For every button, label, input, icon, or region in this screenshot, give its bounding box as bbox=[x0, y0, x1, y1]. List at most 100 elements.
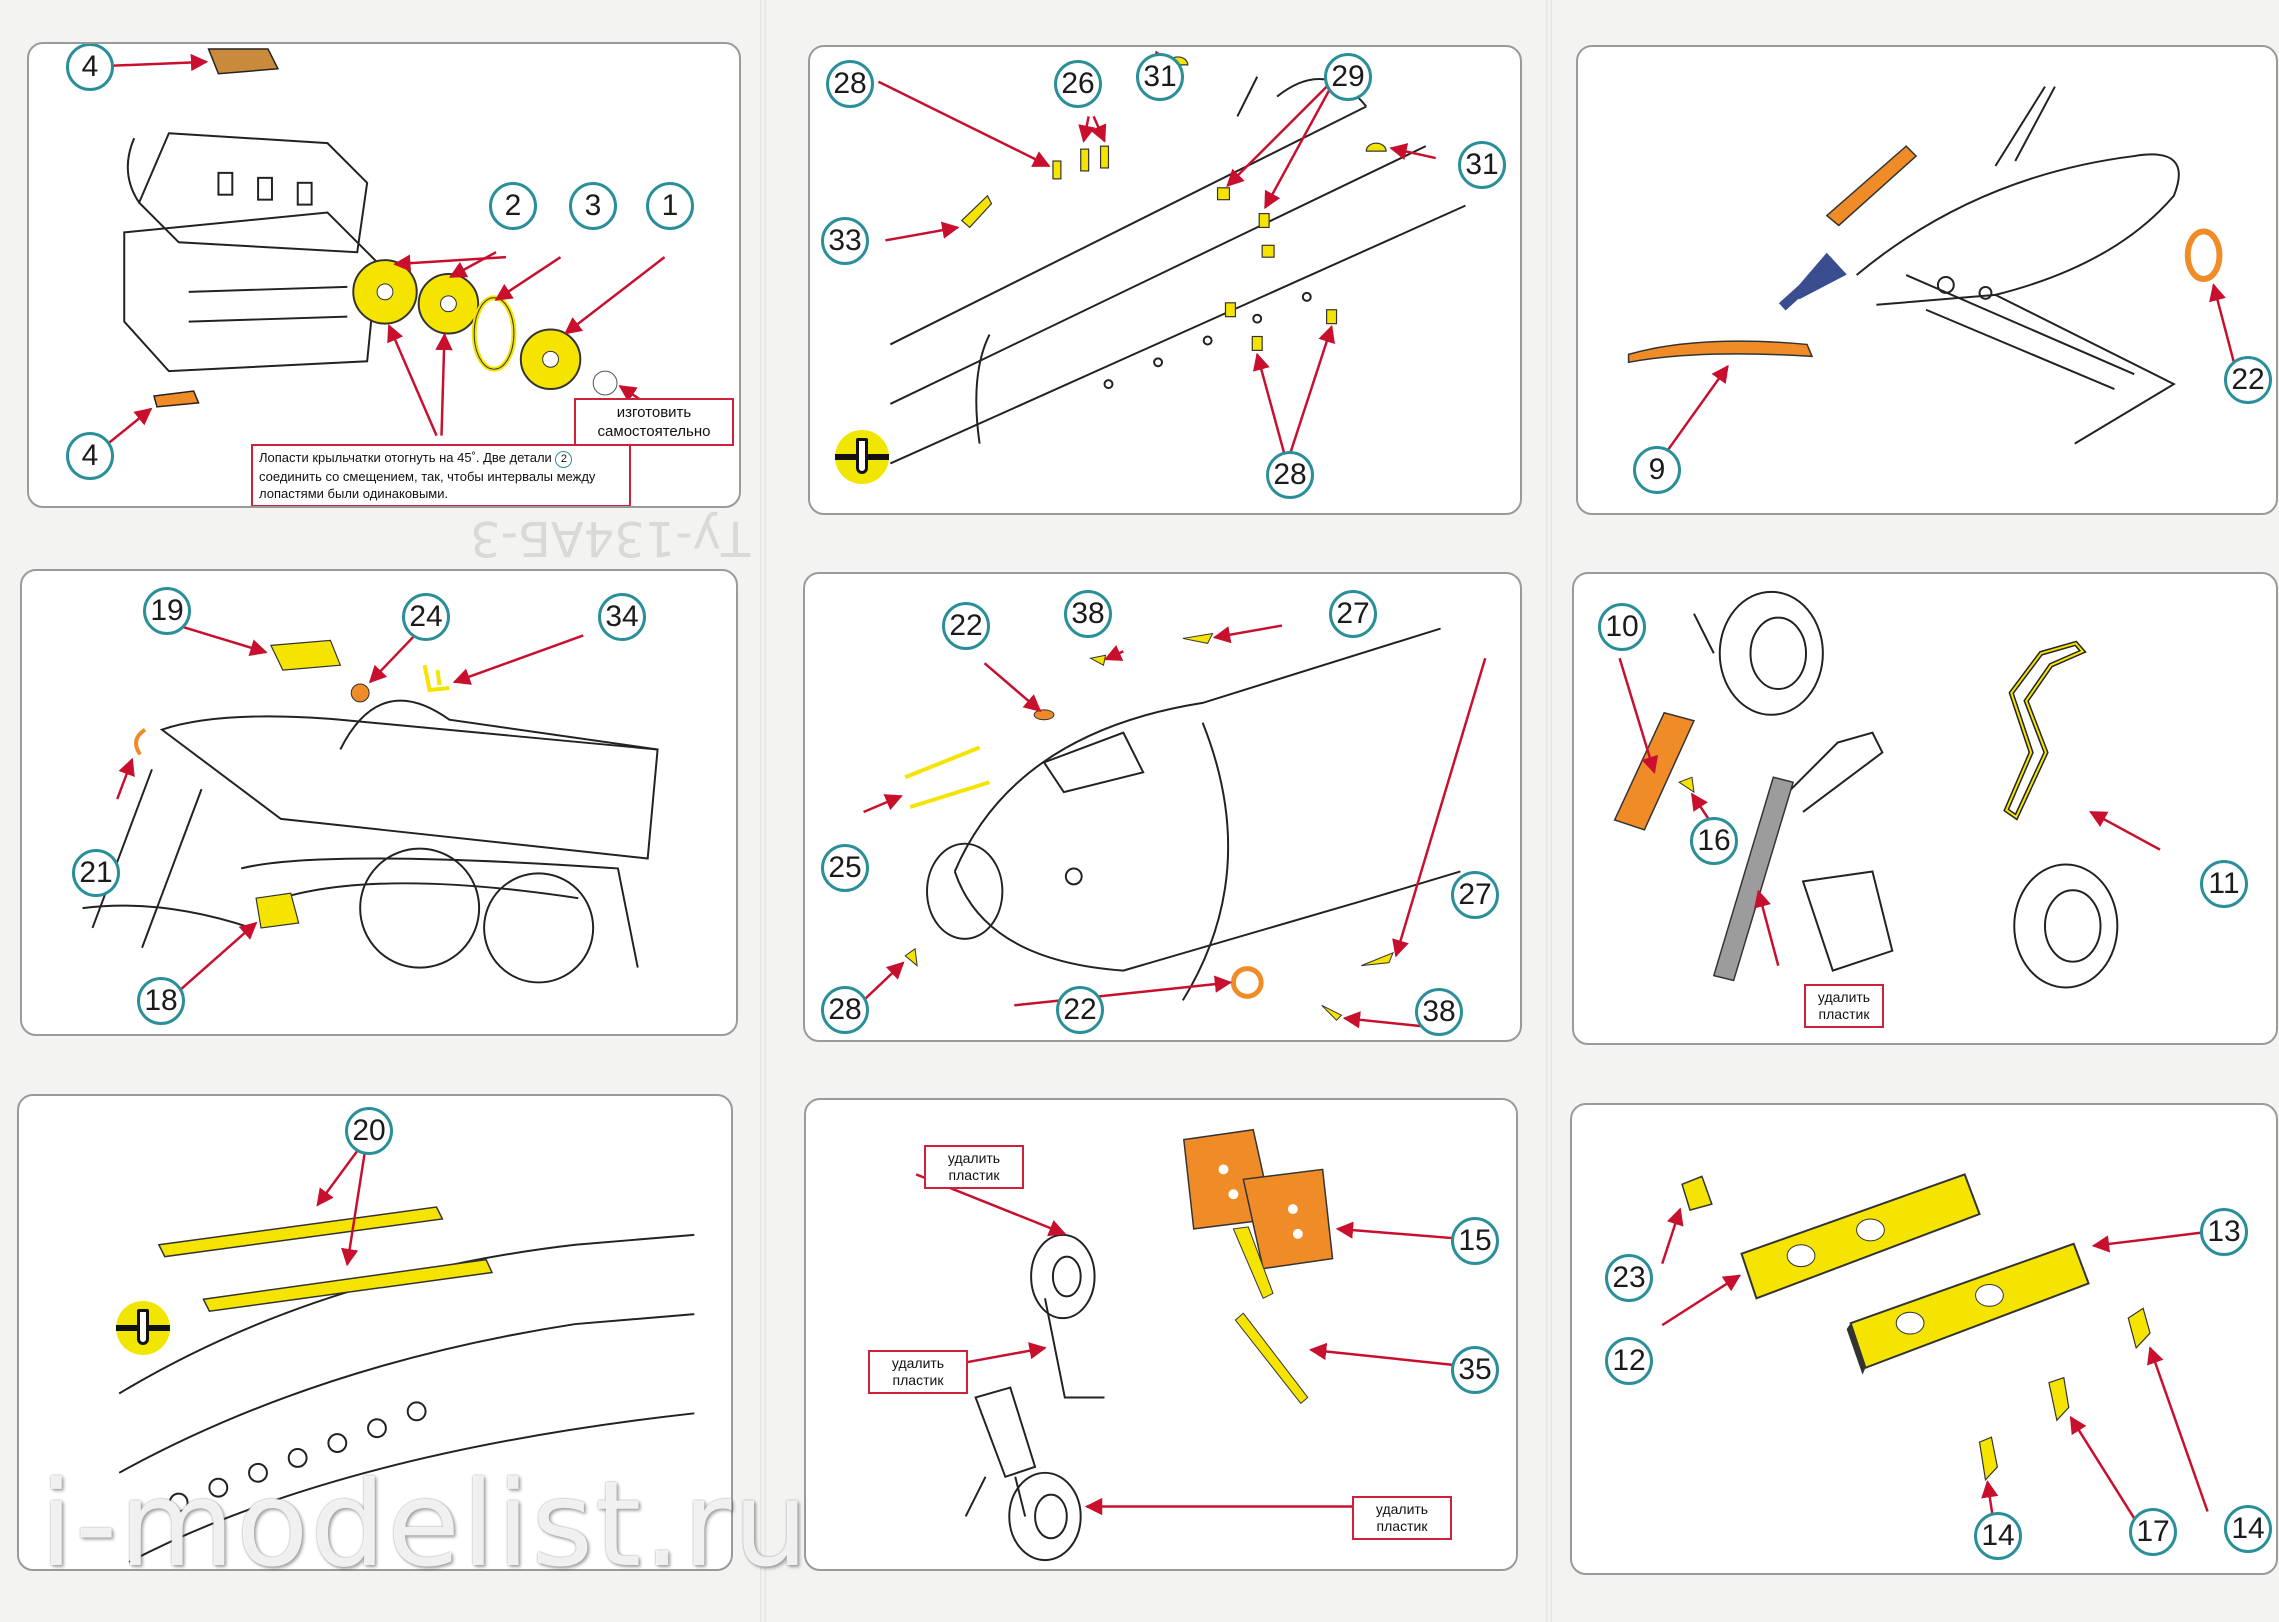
callout-part-22-bottom: 22 bbox=[1056, 986, 1104, 1034]
callout-part-27-bottom: 27 bbox=[1451, 871, 1499, 919]
part-4-top bbox=[207, 48, 280, 75]
leader-lines bbox=[862, 624, 1487, 1030]
panel-engine-intake: 4 2 3 1 4 изготовить самостоятельно Лопа… bbox=[27, 42, 741, 508]
panel-fin-tail: 19 24 34 21 18 bbox=[20, 569, 738, 1036]
callout-part-14-left: 14 bbox=[1974, 1512, 2022, 1560]
drill-bit-icon bbox=[116, 1301, 170, 1355]
note-make-yourself: изготовить самостоятельно bbox=[574, 398, 734, 446]
callout-part-34: 34 bbox=[598, 593, 646, 641]
fin-tail-drawing bbox=[82, 619, 659, 999]
callout-part-4-bottom: 4 bbox=[66, 432, 114, 480]
main-gear-drawing bbox=[915, 1128, 1462, 1562]
grille-parts bbox=[134, 639, 450, 929]
callout-part-11: 11 bbox=[2200, 860, 2248, 908]
panel-wing-spoilers: 20 bbox=[17, 1094, 733, 1571]
oleo-strut bbox=[1712, 776, 1795, 982]
panel-tail-top: 28 26 31 29 31 33 28 bbox=[808, 45, 1522, 515]
callout-part-26: 26 bbox=[1054, 60, 1102, 108]
callout-part-22: 22 bbox=[2224, 356, 2272, 404]
note-remove-plastic-2: удалить пластик bbox=[868, 1350, 968, 1394]
callout-part-21: 21 bbox=[72, 849, 120, 897]
note-line-2: соединить со смещением, так, чтобы интер… bbox=[259, 469, 596, 484]
note-line-3: лопастями были одинаковыми. bbox=[259, 486, 449, 501]
callout-part-29: 29 bbox=[1324, 53, 1372, 101]
callout-part-27-top: 27 bbox=[1329, 590, 1377, 638]
callout-part-38-bottom: 38 bbox=[1415, 988, 1463, 1036]
drill-bit-icon bbox=[835, 430, 889, 484]
sheet-fold bbox=[1546, 0, 1552, 1622]
part-23 bbox=[1681, 1175, 1713, 1212]
engine-intake-drawing bbox=[98, 48, 666, 452]
note-remove-plastic-1: удалить пластик bbox=[924, 1145, 1024, 1189]
part-12-plate bbox=[1740, 1173, 1981, 1300]
part-20-upper bbox=[157, 1206, 444, 1258]
callout-part-38-top: 38 bbox=[1064, 590, 1112, 638]
airframe-lines bbox=[82, 699, 659, 984]
part-16 bbox=[1678, 776, 1695, 794]
callout-part-28-bottom: 28 bbox=[1266, 451, 1314, 499]
nose-gear-drawing bbox=[1613, 590, 2161, 989]
callout-part-9: 9 bbox=[1633, 446, 1681, 494]
callout-part-22-top: 22 bbox=[942, 602, 990, 650]
callout-part-1: 1 bbox=[646, 182, 694, 230]
note-impeller-blades: Лопасти крыльчатки отогнуть на 45˚. Две … bbox=[251, 444, 631, 506]
callout-part-31-left: 31 bbox=[1136, 53, 1184, 101]
leader-lines bbox=[316, 1136, 369, 1267]
small-pe-parts bbox=[904, 632, 1394, 1021]
part-13-plate bbox=[1846, 1242, 2090, 1375]
fuselage-lines bbox=[889, 76, 1466, 465]
nose-gear-bay-drawing bbox=[1627, 86, 2240, 465]
leader-lines bbox=[116, 619, 584, 999]
callout-part-2: 2 bbox=[489, 182, 537, 230]
note-line-2: пластик bbox=[1818, 1006, 1870, 1022]
callout-part-18: 18 bbox=[137, 977, 185, 1025]
gear-bay-plates-drawing bbox=[1661, 1173, 2209, 1523]
panel-nose-gear-bay: 9 22 bbox=[1576, 45, 2278, 515]
callout-part-23: 23 bbox=[1605, 1254, 1653, 1302]
panel-gear-bay-plates: 13 23 12 14 17 14 bbox=[1570, 1103, 2278, 1575]
callout-part-3: 3 bbox=[569, 182, 617, 230]
callout-part-14-right: 14 bbox=[2224, 1505, 2272, 1553]
callout-part-10: 10 bbox=[1598, 603, 1646, 651]
part-22-ring bbox=[2184, 228, 2223, 282]
wing-spoilers-drawing bbox=[118, 1136, 695, 1563]
leader-lines bbox=[1618, 657, 2161, 966]
callout-part-20: 20 bbox=[345, 1107, 393, 1155]
nose-lines bbox=[926, 627, 1461, 1001]
note-remove-plastic-3: удалить пластик bbox=[1352, 1496, 1452, 1540]
panel-nose-cockpit: 22 38 27 25 27 28 22 38 bbox=[803, 572, 1522, 1042]
callout-part-19: 19 bbox=[143, 587, 191, 635]
callout-part-33: 33 bbox=[821, 217, 869, 265]
nose-cockpit-drawing bbox=[862, 624, 1487, 1030]
leader-lines bbox=[1661, 1207, 2209, 1523]
part-9-top bbox=[1825, 145, 1918, 227]
callout-part-16: 16 bbox=[1690, 817, 1738, 865]
part-9 bbox=[1627, 340, 1814, 364]
callout-part-31-right: 31 bbox=[1458, 141, 1506, 189]
leader-lines bbox=[1657, 283, 2240, 465]
callout-part-25: 25 bbox=[821, 844, 869, 892]
callout-part-28: 28 bbox=[821, 986, 869, 1034]
part-11 bbox=[2003, 640, 2087, 821]
note-line-1: удалить bbox=[1817, 989, 1871, 1005]
airframe-lines bbox=[1855, 86, 2180, 445]
panel-main-gear: 15 35 удалить пластик удалить пластик уд… bbox=[804, 1098, 1518, 1571]
callout-part-13: 13 bbox=[2200, 1208, 2248, 1256]
note-line-1: Лопасти крыльчатки отогнуть на 45˚. Две … bbox=[259, 450, 552, 465]
callout-part-4-top: 4 bbox=[66, 44, 114, 91]
leader-lines bbox=[877, 50, 1436, 464]
callout-part-12: 12 bbox=[1605, 1337, 1653, 1385]
background-print-text: Ту-134АБ-3 bbox=[470, 510, 751, 566]
note-remove-plastic: удалить пластик bbox=[1804, 984, 1884, 1028]
gear-lines bbox=[964, 1233, 1105, 1562]
small-pe-parts bbox=[960, 56, 1387, 351]
part-20-lower bbox=[202, 1258, 494, 1312]
sheet-fold bbox=[760, 0, 766, 1622]
gear-lines bbox=[1693, 590, 2119, 989]
part-4-bottom bbox=[153, 390, 200, 408]
tail-top-drawing bbox=[877, 50, 1466, 465]
callout-part-15: 15 bbox=[1451, 1217, 1499, 1265]
callout-part-17: 17 bbox=[2129, 1508, 2177, 1556]
direction-arrow-icon bbox=[1778, 252, 1847, 311]
